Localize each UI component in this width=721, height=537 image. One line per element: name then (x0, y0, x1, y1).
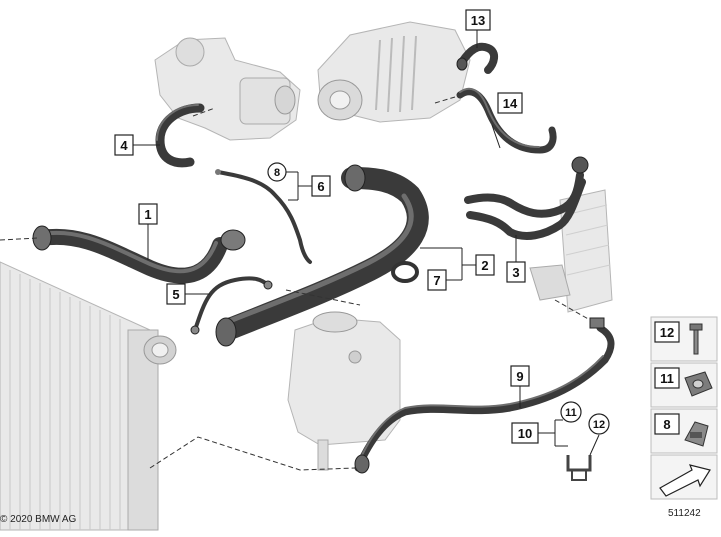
callout-11: 11 (560, 401, 582, 423)
dash-line-2 (149, 436, 356, 471)
dash-line-4 (434, 96, 456, 104)
auxiliary-radiator (529, 189, 613, 313)
legend-11-label: 11 (660, 371, 674, 386)
callout-1-label: 1 (144, 207, 151, 222)
hose-4 (155, 103, 205, 168)
callout-9-label: 9 (516, 369, 523, 384)
callout-1: 1 (138, 203, 158, 225)
callout-10-label: 10 (518, 426, 532, 441)
dash-line-1 (0, 237, 39, 241)
line-6 (215, 169, 312, 264)
alternator (317, 21, 471, 123)
line-5 (190, 276, 273, 335)
legend-12-label: 12 (660, 325, 674, 340)
hose-9 (354, 317, 615, 474)
hose-2 (215, 164, 429, 347)
callout-12-label: 12 (593, 419, 605, 431)
clip-icon (684, 421, 709, 447)
callout-9: 9 (510, 365, 530, 387)
callout-7: 7 (427, 269, 447, 291)
callout-11-label: 11 (565, 407, 577, 419)
dash-line-6 (285, 289, 361, 306)
callout-3-label: 3 (512, 265, 519, 280)
callout-8: 8 (267, 162, 287, 182)
callout-7-label: 7 (433, 273, 440, 288)
callout-4: 4 (114, 134, 134, 156)
expansion-tank (287, 311, 401, 471)
callout-6: 6 (311, 175, 331, 197)
leader-lines (133, 30, 600, 456)
bolt-icon (689, 323, 703, 355)
callout-4-label: 4 (120, 138, 128, 153)
dash-line-5 (554, 299, 591, 321)
callout-5: 5 (166, 283, 186, 305)
hose-14 (456, 87, 557, 154)
copyright-text: © 2020 BMW AG (0, 514, 77, 525)
arrow-icon (659, 464, 711, 497)
radiator (0, 261, 177, 531)
hose-13 (456, 42, 498, 74)
diagram-number: 511242 (668, 508, 701, 519)
callout-13-label: 13 (471, 13, 485, 28)
legend-8-label: 8 (663, 417, 670, 432)
callout-14: 14 (497, 92, 523, 114)
hose-1 (32, 225, 246, 284)
hose-3 (464, 156, 589, 240)
clip-nut-icon (684, 371, 713, 397)
callout-6-label: 6 (317, 179, 324, 194)
dash-line-3 (192, 107, 216, 117)
legend-column: 12 11 8 (650, 316, 718, 500)
callout-3: 3 (506, 261, 526, 283)
callout-5-label: 5 (172, 287, 179, 302)
callout-2: 2 (475, 254, 495, 276)
callout-10: 10 (511, 422, 539, 444)
callout-13: 13 (465, 9, 491, 31)
clamp-7 (391, 261, 419, 283)
egr-module (154, 37, 301, 141)
callout-8-label: 8 (274, 167, 280, 179)
bracket-10 (566, 455, 592, 481)
callout-12: 12 (588, 413, 610, 435)
callout-2-label: 2 (481, 258, 488, 273)
callout-14-label: 14 (503, 96, 518, 111)
